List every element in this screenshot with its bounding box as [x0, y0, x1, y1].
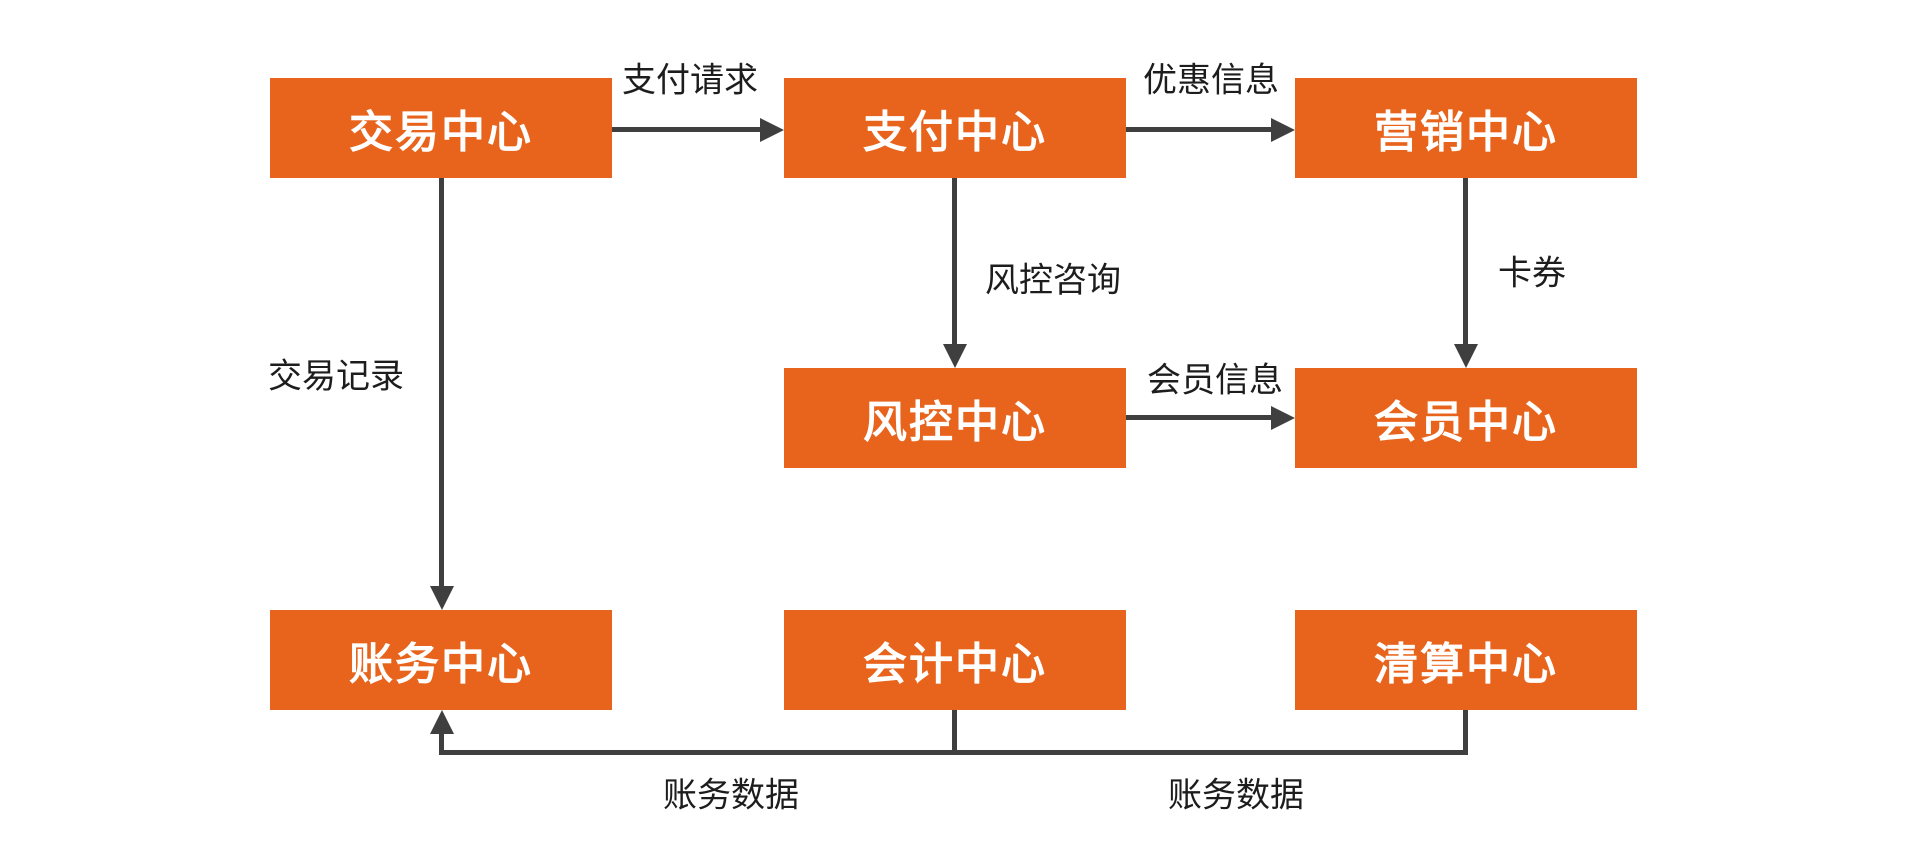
arrowhead-down-icon — [943, 344, 967, 368]
edge-payment-to-marketing-line — [1126, 127, 1275, 132]
edge-payment-to-risk-line — [952, 178, 957, 348]
edge-accounting-down-line — [952, 710, 957, 755]
edge-feedback-horizontal-line — [441, 750, 1468, 755]
edge-trade-to-payment-line — [612, 127, 764, 132]
edge-trade-to-billing-line — [439, 178, 444, 590]
node-payment-center: 支付中心 — [784, 78, 1126, 178]
node-member-center: 会员中心 — [1295, 368, 1637, 468]
node-risk-center: 风控中心 — [784, 368, 1126, 468]
arrowhead-down-icon — [1454, 344, 1478, 368]
edge-feedback-up-line — [439, 730, 444, 755]
edge-label-coupon: 卡券 — [1498, 254, 1566, 293]
arrowhead-right-icon — [1271, 118, 1295, 142]
edge-label-billing-data-left: 账务数据 — [663, 776, 799, 815]
edge-label-discount-info: 优惠信息 — [1143, 61, 1279, 100]
arrowhead-right-icon — [760, 118, 784, 142]
edge-label-payment-request: 支付请求 — [622, 61, 758, 100]
arrowhead-up-icon — [430, 710, 454, 734]
edge-label-billing-data-right: 账务数据 — [1168, 776, 1304, 815]
edge-marketing-to-member-line — [1463, 178, 1468, 348]
edge-risk-to-member-line — [1126, 415, 1275, 420]
arrowhead-right-icon — [1271, 406, 1295, 430]
node-accounting-center: 会计中心 — [784, 610, 1126, 710]
node-billing-center: 账务中心 — [270, 610, 612, 710]
edge-clearing-down-line — [1463, 710, 1468, 755]
node-marketing-center: 营销中心 — [1295, 78, 1637, 178]
node-clearing-center: 清算中心 — [1295, 610, 1637, 710]
edge-label-member-info: 会员信息 — [1147, 361, 1283, 400]
arrowhead-down-icon — [430, 586, 454, 610]
node-trade-center: 交易中心 — [270, 78, 612, 178]
edge-label-risk-consult: 风控咨询 — [985, 261, 1121, 300]
edge-label-trade-record: 交易记录 — [268, 357, 404, 396]
